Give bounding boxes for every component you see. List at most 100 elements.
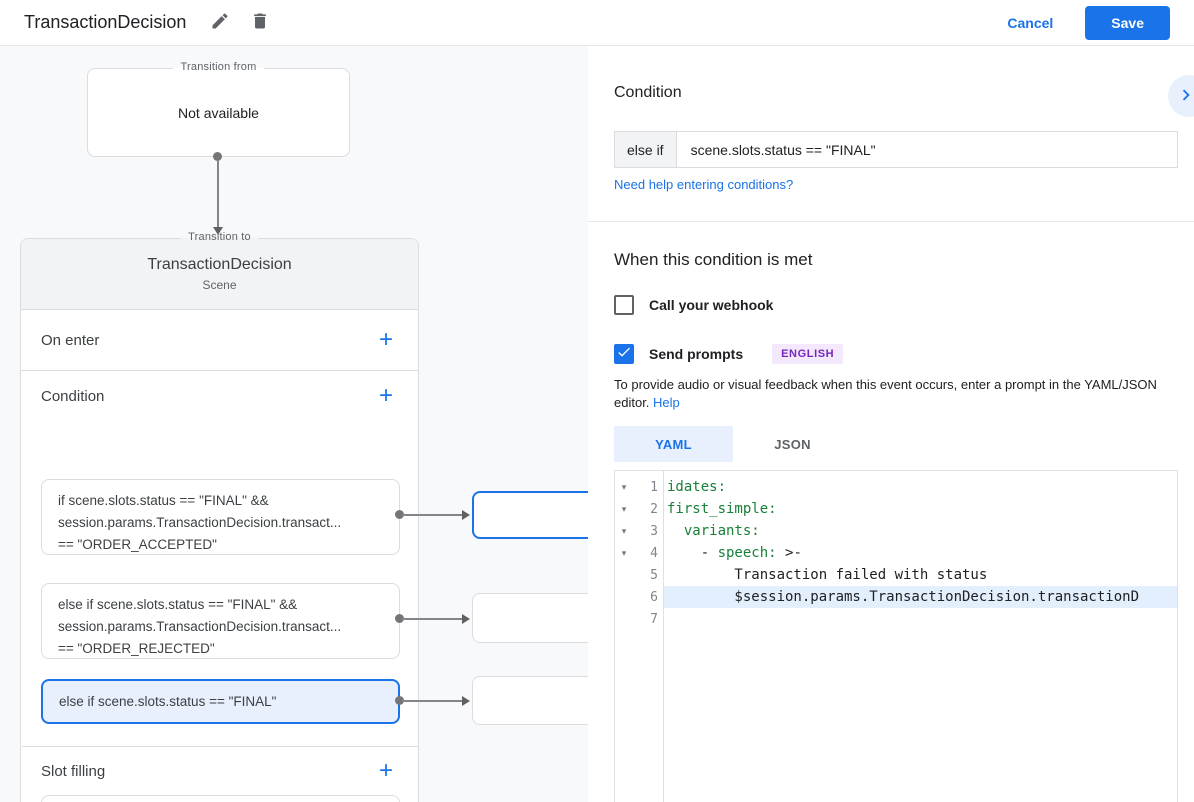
code-line[interactable]: - speech: >- xyxy=(664,542,1177,564)
gutter-row: ▾ 4 xyxy=(615,542,663,564)
condition-text: else if scene.slots.status == "FINAL" && xyxy=(58,597,298,612)
on-enter-label: On enter xyxy=(41,331,100,349)
code-plain xyxy=(667,523,684,539)
fold-arrow-icon[interactable]: ▾ xyxy=(621,481,627,492)
top-bar: TransactionDecision Cancel Save xyxy=(0,0,1194,46)
add-condition-button[interactable]: + xyxy=(374,384,398,408)
description-text: To provide audio or visual feedback when… xyxy=(614,377,1157,410)
add-on-enter-button[interactable]: + xyxy=(374,328,398,352)
on-enter-section: On enter + xyxy=(21,310,418,371)
panel-heading: Condition xyxy=(614,84,682,101)
line-number: 7 xyxy=(650,611,658,627)
section-divider xyxy=(22,746,419,747)
line-number: 6 xyxy=(650,589,658,605)
fold-arrow-icon[interactable]: ▾ xyxy=(621,525,627,536)
delete-scene-button[interactable] xyxy=(248,11,272,35)
editor-tabs: YAML JSON xyxy=(614,426,852,462)
conditions-help-link[interactable]: Need help entering conditions? xyxy=(614,177,794,192)
condition-text: session.params.TransactionDecision.trans… xyxy=(58,515,342,530)
connector-line xyxy=(402,514,462,516)
help-link[interactable]: Help xyxy=(653,395,680,410)
code-line[interactable]: variants: xyxy=(664,520,1177,542)
line-number: 1 xyxy=(650,479,658,495)
fold-arrow-icon[interactable]: ▾ xyxy=(621,547,627,558)
connector-line xyxy=(402,700,462,702)
condition-expression-input[interactable] xyxy=(676,132,1177,167)
edit-scene-button[interactable] xyxy=(208,11,232,35)
gutter-row: ▾ 3 xyxy=(615,520,663,542)
code-line[interactable]: first_simple: xyxy=(664,498,1177,520)
arrow-right-icon xyxy=(462,696,470,706)
yaml-editor[interactable]: ▾ 1 ▾ 2 ▾ 3 ▾ 4 xyxy=(614,470,1178,802)
code-line[interactable] xyxy=(664,608,1177,630)
transition-target-node[interactable] xyxy=(472,676,602,725)
condition-detail-panel: Condition else if Need help entering con… xyxy=(588,46,1194,802)
arrow-down-icon xyxy=(213,227,223,235)
code-plain: Transaction failed with status xyxy=(667,567,988,583)
editor-code-area[interactable]: idates: first_simple: variants: - speech… xyxy=(664,471,1177,802)
line-number: 3 xyxy=(650,523,658,539)
language-badge: ENGLISH xyxy=(772,344,844,364)
transition-from-content: Not available xyxy=(178,104,259,121)
scene-header: TransactionDecision Scene xyxy=(21,239,418,310)
connector-dot xyxy=(213,152,222,161)
connector-dot xyxy=(395,696,404,705)
checkmark-icon xyxy=(616,344,632,365)
arrow-right-icon xyxy=(462,510,470,520)
code-line[interactable]: $session.params.TransactionDecision.tran… xyxy=(664,586,1177,608)
gutter-row: 7 xyxy=(615,608,663,630)
scene-subtitle: Scene xyxy=(202,278,237,292)
condition-text: else if scene.slots.status == "FINAL" xyxy=(59,693,277,709)
slot-validation-card[interactable]: Slot validation xyxy=(41,795,400,802)
code-line[interactable]: idates: xyxy=(664,476,1177,498)
fold-arrow-icon[interactable]: ▾ xyxy=(621,503,627,514)
condition-met-heading: When this condition is met xyxy=(614,250,813,269)
editor-gutter: ▾ 1 ▾ 2 ▾ 3 ▾ 4 xyxy=(615,471,664,802)
line-number: 4 xyxy=(650,545,658,561)
slot-filling-section-header: Slot filling + xyxy=(21,747,418,795)
code-line[interactable]: Transaction failed with status xyxy=(664,564,1177,586)
condition-text: if scene.slots.status == "FINAL" && xyxy=(58,493,269,508)
tab-yaml[interactable]: YAML xyxy=(614,426,733,462)
collapse-panel-button[interactable] xyxy=(1168,75,1194,117)
prompts-row: Send prompts ENGLISH xyxy=(614,344,844,364)
transition-to-legend: Transition to xyxy=(180,231,259,243)
code-key: variants: xyxy=(683,523,760,539)
code-key: first_simple: xyxy=(667,501,777,517)
connector-dot xyxy=(395,510,404,519)
webhook-row: Call your webhook xyxy=(614,295,773,315)
transition-target-node[interactable] xyxy=(472,491,602,539)
condition-text: == "ORDER_ACCEPTED" xyxy=(58,537,217,552)
code-plain: - xyxy=(667,545,718,561)
line-number: 2 xyxy=(650,501,658,517)
gutter-row: ▾ 2 xyxy=(615,498,663,520)
call-webhook-label: Call your webhook xyxy=(649,297,774,313)
condition-card-order-accepted[interactable]: if scene.slots.status == "FINAL" && sess… xyxy=(41,479,400,555)
prompts-description: To provide audio or visual feedback when… xyxy=(614,376,1180,412)
send-prompts-checkbox[interactable] xyxy=(614,344,634,364)
gutter-row: 5 xyxy=(615,564,663,586)
code-plain: $session.params.TransactionDecision.tran… xyxy=(667,589,1140,605)
connector-line xyxy=(217,161,219,227)
condition-card-order-rejected[interactable]: else if scene.slots.status == "FINAL" &&… xyxy=(41,583,400,659)
condition-card-final-selected[interactable]: else if scene.slots.status == "FINAL" xyxy=(41,679,400,724)
save-button[interactable]: Save xyxy=(1085,5,1170,40)
condition-section-header: Condition + xyxy=(21,371,418,421)
connector-line xyxy=(402,618,462,620)
tab-json[interactable]: JSON xyxy=(733,426,852,462)
connector-dot xyxy=(395,614,404,623)
condition-section-label: Condition xyxy=(41,387,105,405)
code-key: idates: xyxy=(667,479,727,495)
cancel-button[interactable]: Cancel xyxy=(991,7,1069,39)
chevron-right-icon xyxy=(1175,84,1194,109)
send-prompts-label: Send prompts xyxy=(649,346,744,362)
condition-prefix: else if xyxy=(615,132,677,167)
pencil-icon xyxy=(210,11,230,34)
call-webhook-checkbox[interactable] xyxy=(614,295,634,315)
add-slot-filling-button[interactable]: + xyxy=(374,759,398,783)
transition-target-node[interactable] xyxy=(472,593,602,643)
condition-text: session.params.TransactionDecision.trans… xyxy=(58,619,342,634)
trash-icon xyxy=(250,11,270,34)
condition-input-group: else if xyxy=(614,131,1178,168)
transition-from-legend: Transition from xyxy=(172,61,265,73)
